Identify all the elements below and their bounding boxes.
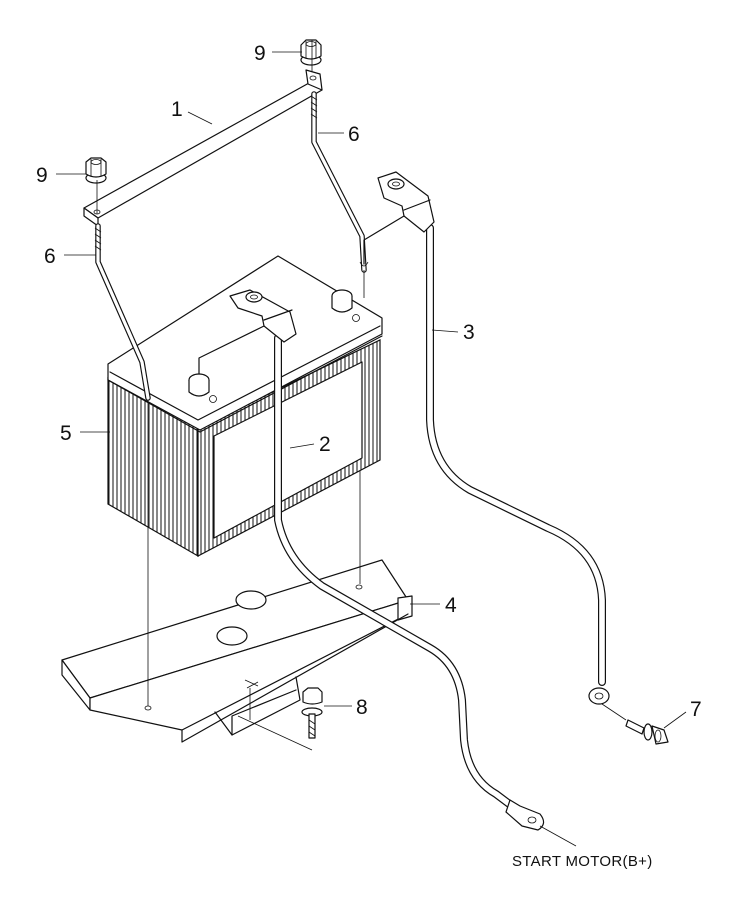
assembly-lines [96,40,627,751]
callout-3: 3 [463,321,475,344]
callout-9-left: 9 [36,164,48,187]
callout-2: 2 [319,433,331,456]
battery-tray [61,559,413,743]
flange-nut-left [85,157,107,184]
start-motor-label: START MOTOR(B+) [512,853,653,870]
callout-7: 7 [690,698,702,721]
tray-bolt [301,687,323,739]
battery [107,255,383,558]
hold-down-bar [83,69,323,227]
callout-6-left: 6 [44,245,56,268]
callout-9-top: 9 [254,42,266,65]
leader-lines [56,51,687,847]
positive-cable [363,171,610,705]
callout-4: 4 [445,594,457,617]
terminal-bolt [625,719,669,745]
callout-1: 1 [171,98,183,121]
callout-6-right: 6 [348,123,360,146]
flange-nut-top [300,39,322,66]
start-motor-cable [198,289,545,831]
callout-8: 8 [356,696,368,719]
callout-5: 5 [60,422,72,445]
hold-down-rods [94,91,369,401]
